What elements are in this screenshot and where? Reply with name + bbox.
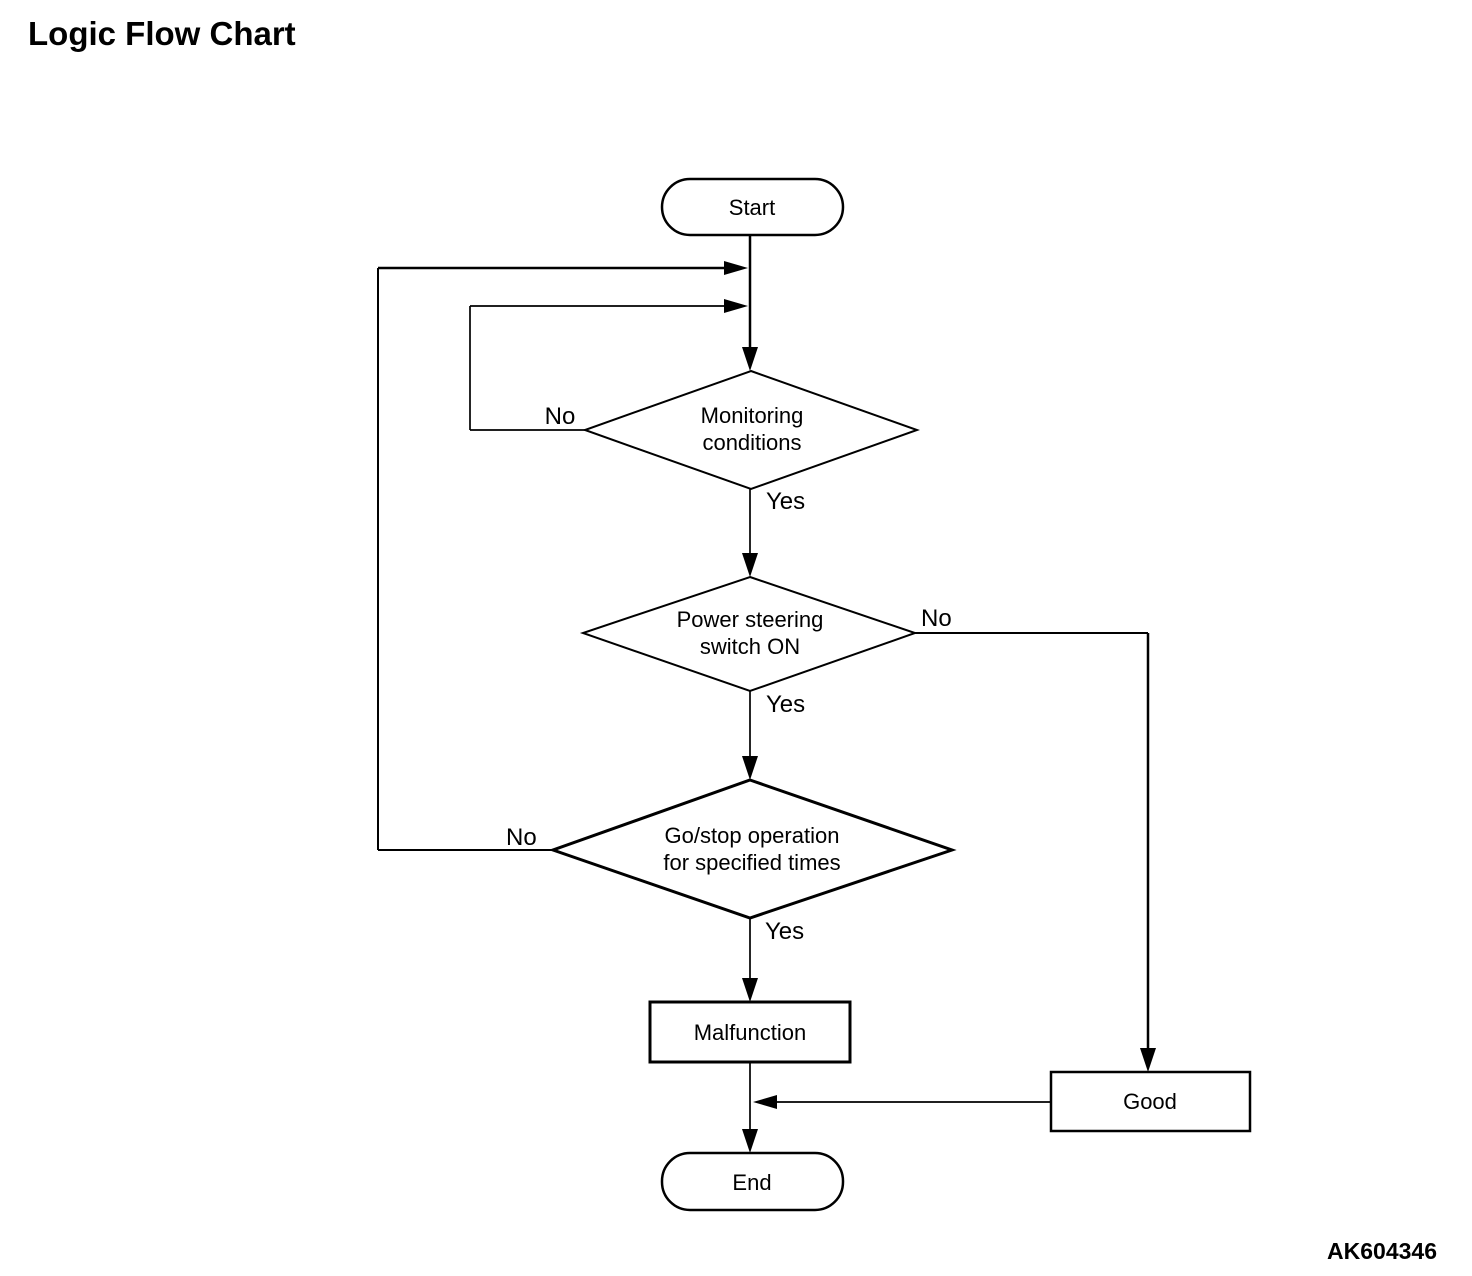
arrowhead-into-malfunction xyxy=(742,978,758,1002)
monitoring-yes-label: Yes xyxy=(766,488,805,515)
arrowhead-into-good xyxy=(1140,1048,1156,1072)
start-node-shape xyxy=(660,177,845,237)
start-node: Start xyxy=(660,177,845,237)
monitoring-conditions-shape xyxy=(582,369,920,491)
power-yes-label: Yes xyxy=(766,691,805,718)
figure-code: AK604346 xyxy=(1327,1238,1437,1264)
malfunction-node-shape xyxy=(648,1000,852,1064)
go-stop-decision: Go/stop operation for specified times No… xyxy=(506,778,957,945)
go-stop-label-line1: Go/stop operation xyxy=(665,823,840,848)
good-node-label: Good xyxy=(1123,1089,1177,1114)
end-node: End xyxy=(660,1151,845,1212)
malfunction-node: Malfunction xyxy=(648,1000,852,1064)
monitoring-conditions-label-line2: conditions xyxy=(702,430,801,455)
arrowhead-inner-loop xyxy=(724,299,748,313)
monitoring-no-label: No xyxy=(545,403,576,430)
end-node-shape xyxy=(660,1151,845,1212)
power-steering-label-line2: switch ON xyxy=(700,634,800,659)
arrowhead-into-end xyxy=(742,1129,758,1153)
page-title: Logic Flow Chart xyxy=(28,15,296,52)
power-no-label: No xyxy=(921,605,952,632)
arrowhead-outer-loop xyxy=(724,261,748,275)
good-node: Good xyxy=(1049,1070,1252,1133)
malfunction-node-label: Malfunction xyxy=(694,1020,807,1045)
go-stop-label-line2: for specified times xyxy=(663,850,840,875)
monitoring-conditions-label-line1: Monitoring xyxy=(701,403,804,428)
edge-lines xyxy=(377,235,1156,1153)
go-stop-yes-label: Yes xyxy=(765,918,804,945)
arrowhead-into-go-stop xyxy=(742,756,758,780)
good-node-shape xyxy=(1049,1070,1252,1133)
monitoring-conditions-decision: Monitoring conditions No Yes xyxy=(545,369,920,515)
arrowhead-into-power-steering xyxy=(742,553,758,577)
go-stop-no-label: No xyxy=(506,824,537,851)
end-node-label: End xyxy=(732,1170,771,1195)
arrowhead-into-monitoring xyxy=(742,347,758,371)
start-node-label: Start xyxy=(729,195,775,220)
go-stop-shape xyxy=(548,778,957,920)
power-steering-shape xyxy=(579,575,919,693)
power-steering-label-line1: Power steering xyxy=(677,607,824,632)
power-steering-decision: Power steering switch ON No Yes xyxy=(579,575,952,718)
arrowhead-good-merge xyxy=(753,1095,777,1109)
